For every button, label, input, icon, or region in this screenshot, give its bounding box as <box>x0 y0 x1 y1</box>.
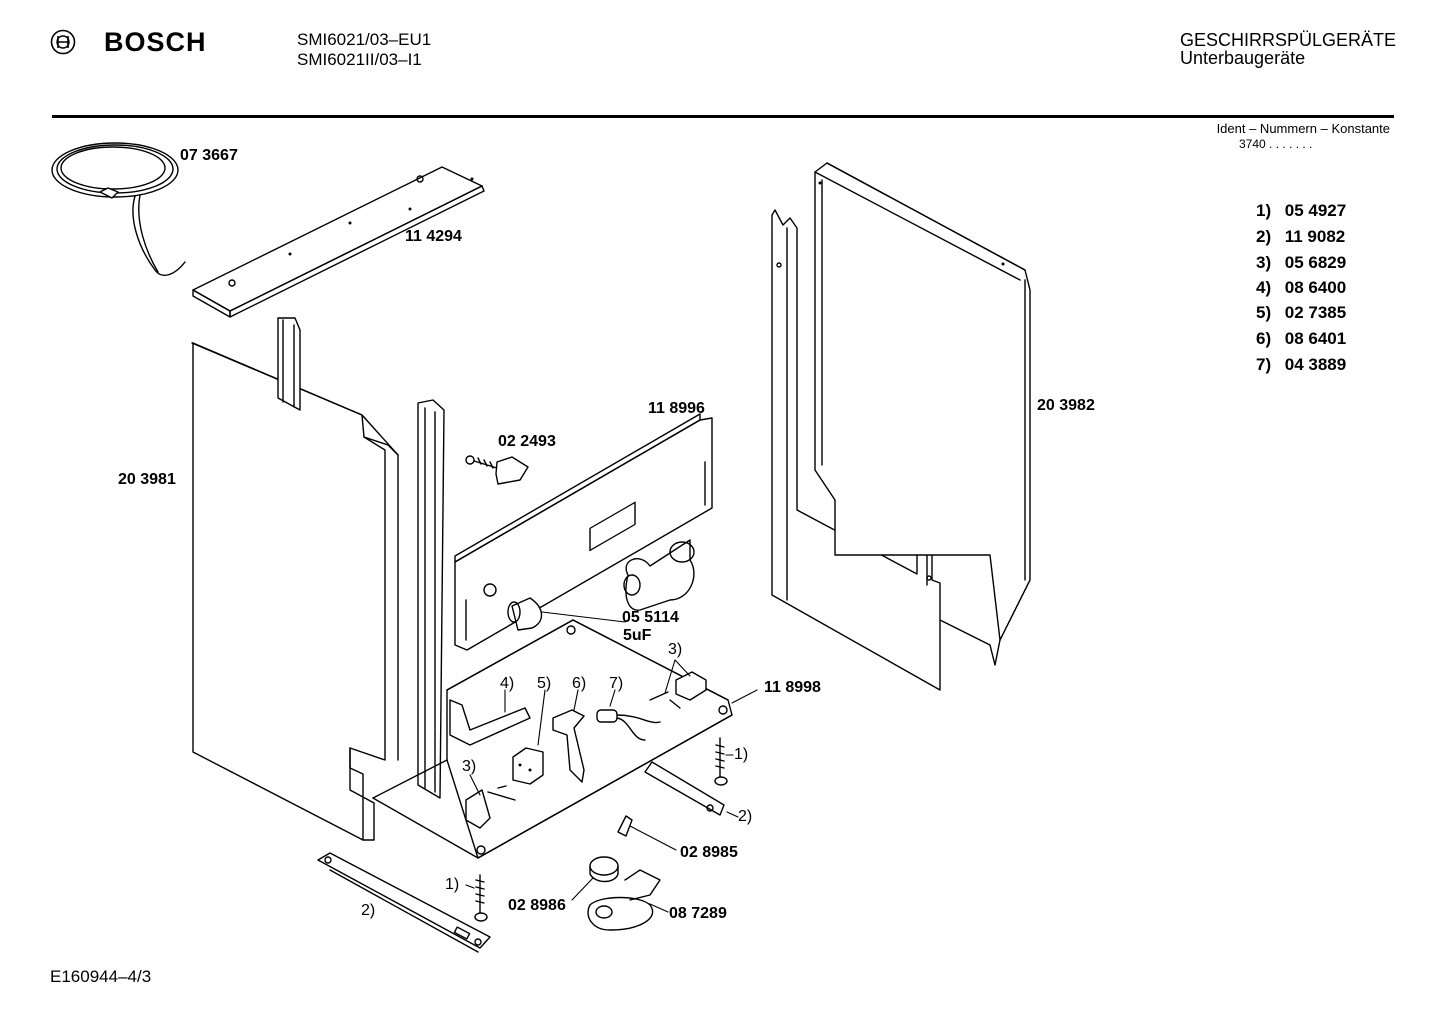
callout-3-lower: 3) <box>462 758 477 775</box>
component-3a-part <box>649 659 707 709</box>
component-3b-part <box>465 774 516 829</box>
callout-6: 6) <box>572 675 587 692</box>
part-label-screw: 02 2493 <box>498 433 556 450</box>
power-cable-part <box>51 142 186 276</box>
part-label-capacitor-value: 5uF <box>623 627 652 644</box>
foot-screw-right-part <box>714 737 734 786</box>
header-divider <box>52 115 1394 118</box>
callout-2-left: 2) <box>361 902 376 919</box>
rear-post-left-part <box>277 317 301 411</box>
legend-item: 4) 08 6400 <box>1256 278 1347 297</box>
legend-item: 6) 08 6401 <box>1256 329 1347 348</box>
foot-rail-left-part <box>317 852 491 953</box>
mounting-bracket-part <box>454 413 713 651</box>
brand-name: BOSCH <box>104 27 207 57</box>
component-6-part <box>552 689 585 783</box>
ident-value: 3740 . . . . . . . <box>1239 137 1313 151</box>
float-part <box>571 856 619 901</box>
callout-1-right: 1) <box>734 746 749 763</box>
legend-item: 2) 11 9082 <box>1256 227 1346 246</box>
component-5-part <box>512 689 546 785</box>
switch-part <box>617 815 677 851</box>
callout-3-upper: 3) <box>668 641 683 658</box>
legend-item: 5) 02 7385 <box>1256 303 1347 322</box>
top-rail-part <box>192 166 485 318</box>
front-post-left-part <box>417 399 445 799</box>
legend-item: 3) 05 6829 <box>1256 253 1347 272</box>
legend-item: 7) 04 3889 <box>1256 355 1347 374</box>
part-label-switch: 02 8985 <box>680 844 738 861</box>
model-number-1: SMI6021/03–EU1 <box>297 30 432 49</box>
float-holder-part <box>587 869 669 931</box>
capacitor-part <box>507 597 626 631</box>
right-side-panel-part <box>814 162 1031 666</box>
part-label-top-rail: 11 4294 <box>405 228 462 245</box>
hose-connector-part <box>623 539 695 611</box>
model-number-2: SMI6021II/03–I1 <box>297 50 422 69</box>
part-label-bracket: 11 8996 <box>648 400 705 417</box>
part-label-cable: 07 3667 <box>180 147 238 164</box>
part-label-base: 11 8998 <box>764 679 821 696</box>
callout-4: 4) <box>500 675 515 692</box>
category-title: GESCHIRRSPÜLGERÄTE <box>1180 30 1397 50</box>
callout-7: 7) <box>609 675 624 692</box>
foot-screw-left-part <box>465 874 488 922</box>
component-7-part <box>596 689 661 741</box>
callout-2-right: 2) <box>738 808 753 825</box>
legend-item: 1) 05 4927 <box>1256 201 1347 220</box>
component-4-part <box>449 689 531 746</box>
part-label-right-panel: 20 3982 <box>1037 397 1095 414</box>
part-label-float-holder: 08 7289 <box>669 905 727 922</box>
bosch-logo-icon <box>50 29 76 55</box>
left-side-panel-part <box>191 342 399 841</box>
foot-rail-right-part <box>644 761 739 818</box>
callout-5: 5) <box>537 675 552 692</box>
part-label-float: 02 8986 <box>508 897 566 914</box>
category-subtitle: Unterbaugeräte <box>1180 48 1306 68</box>
callout-1-left: 1) <box>445 876 460 893</box>
base-plate-part <box>372 619 758 859</box>
drawing-id: E160944–4/3 <box>50 967 152 986</box>
part-label-left-panel: 20 3981 <box>118 471 176 488</box>
screw-part <box>465 455 529 485</box>
ident-label: Ident – Nummern – Konstante <box>1216 121 1390 136</box>
part-label-capacitor: 05 5114 <box>622 609 679 626</box>
